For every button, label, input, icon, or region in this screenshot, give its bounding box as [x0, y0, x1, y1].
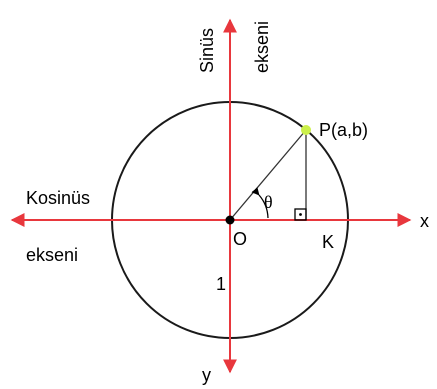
origin-label: O [233, 229, 247, 249]
cosine-axis-label: Kosinüs [26, 188, 90, 208]
angle-theta-label: θ [264, 192, 273, 212]
sine-axis-label: Sinüs [197, 28, 217, 73]
sine-axis-label-2: ekseni [252, 21, 272, 73]
point-p-label: P(a,b) [319, 120, 368, 140]
radius-segment-op [229, 129, 307, 221]
right-angle-dot [299, 213, 302, 216]
point-p [301, 125, 311, 135]
x-axis-label: x [420, 211, 429, 231]
right-angle-marker [294, 208, 307, 221]
point-k-label: K [322, 232, 334, 252]
origin-point [225, 215, 235, 225]
radius-label: 1 [216, 274, 226, 294]
y-axis-label: y [202, 365, 211, 385]
cosine-axis-label-2: ekseni [26, 245, 78, 265]
angle-arc [251, 187, 269, 219]
